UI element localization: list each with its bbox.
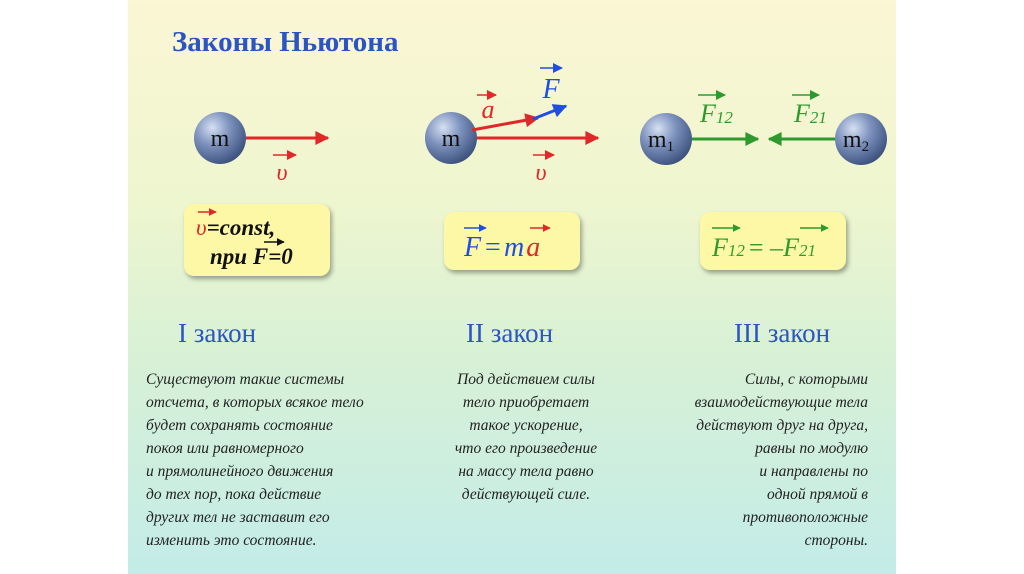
law2-formula-text: F=ma: [463, 232, 540, 263]
law2-text-line: тело приобретает: [426, 391, 626, 414]
law2-force-label: F: [541, 74, 560, 105]
law1-formula-line2: при F=0: [210, 244, 293, 269]
law1-text-line: Существуют такие системы: [146, 368, 364, 391]
law1-formula: υ=const, при F=0: [184, 204, 330, 276]
law3-text-line: Силы, с которыми: [638, 368, 868, 391]
law2-formula-box: F=ma: [444, 212, 580, 270]
slide: Законы Ньютона m υ m: [128, 0, 896, 574]
law1-text-line: покоя или равномерного: [146, 437, 364, 460]
law2-text-line: действующей силе.: [426, 483, 626, 506]
law3-formula-box: F12= –F21: [700, 212, 846, 270]
law2-ball-label: m: [442, 126, 461, 152]
law3-text-line: равны по модулю: [638, 437, 868, 460]
law2-text-line: что его произведение: [426, 437, 626, 460]
law3-force12-label: F12: [699, 99, 733, 128]
law2-force-arrow: [533, 106, 566, 119]
law3-formula: F12= –F21: [700, 212, 846, 270]
law1-text-line: будет сохранять состояние: [146, 414, 364, 437]
law1-velocity-label: υ: [276, 160, 287, 186]
law2-text-line: Под действием силы: [426, 368, 626, 391]
law1-diagram: m υ: [194, 112, 328, 186]
law3-heading: III закон: [734, 318, 830, 349]
law2-formula: F=ma: [444, 212, 580, 270]
law1-heading: I закон: [178, 318, 256, 349]
law2-description: Под действием силы тело приобретает тако…: [426, 368, 626, 506]
law1-description: Существуют такие системы отсчета, в кото…: [146, 368, 364, 552]
law1-formula-line1: υ=const,: [196, 215, 275, 240]
law2-acceleration-label: a: [482, 95, 495, 124]
law1-formula-box: υ=const, при F=0: [184, 204, 330, 276]
law3-text-line: противоположные: [638, 506, 868, 529]
law3-text-line: и направлены по: [638, 460, 868, 483]
law2-heading: II закон: [466, 318, 553, 349]
law3-diagram: m1 m2 F12 F21: [640, 95, 887, 165]
law1-ball-label: m: [211, 126, 230, 152]
law3-text-line: действуют друг на друга,: [638, 414, 868, 437]
law2-text-line: такое ускорение,: [426, 414, 626, 437]
law2-text-line: на массу тела равно: [426, 460, 626, 483]
law3-formula-text: F12= –F21: [711, 233, 816, 262]
law2-velocity-label: υ: [535, 160, 546, 186]
law3-text-line: одной прямой в: [638, 483, 868, 506]
law3-text-line: взаимодействующие тела: [638, 391, 868, 414]
law1-text-line: и прямолинейного движения: [146, 460, 364, 483]
law3-text-line: стороны.: [638, 529, 868, 552]
law1-text-line: до тех пор, пока действие: [146, 483, 364, 506]
law1-text-line: отсчета, в которых всякое тело: [146, 391, 364, 414]
law2-diagram: m a F υ: [425, 68, 598, 186]
law3-description: Силы, с которыми взаимодействующие тела …: [638, 368, 868, 552]
law1-text-line: изменить это состояние.: [146, 529, 364, 552]
law1-text-line: других тел не заставит его: [146, 506, 364, 529]
law3-force21-label: F21: [793, 99, 827, 128]
